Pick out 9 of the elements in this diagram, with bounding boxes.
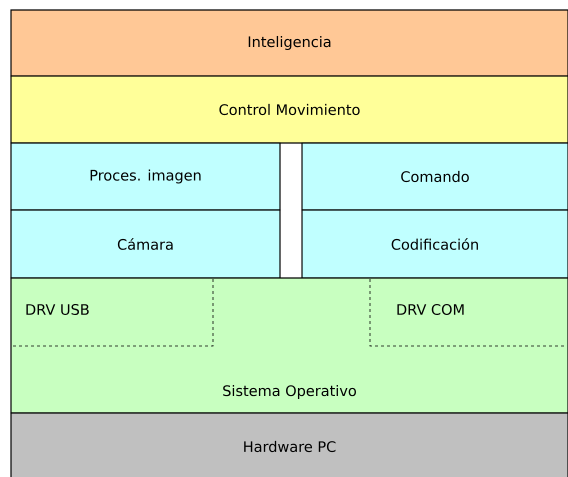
- driver-box: DRV USB: [12, 278, 214, 346]
- layer-box: Cámara: [10, 209, 281, 279]
- layer-box: Control Movimiento: [10, 75, 568, 144]
- layer-box: Hardware PC: [10, 412, 568, 477]
- driver-box: DRV COM: [370, 278, 566, 346]
- layer-box: Comando: [301, 142, 568, 211]
- layer-box: Proces. imagen: [10, 142, 281, 211]
- layer-box: Inteligencia: [10, 9, 568, 77]
- layer-box: Codificación: [301, 209, 568, 279]
